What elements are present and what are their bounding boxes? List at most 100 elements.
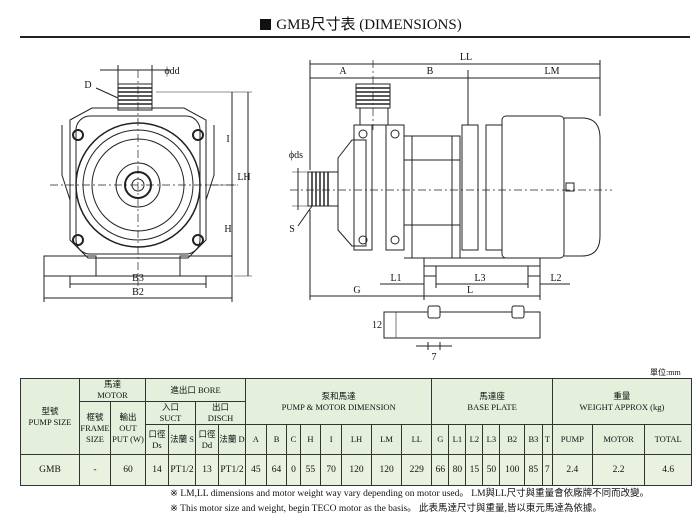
disch-label-en: DISCH	[207, 413, 234, 423]
s-header: 法蘭 S	[168, 424, 196, 455]
cell-b: 64	[265, 454, 288, 486]
label-b2: B2	[132, 287, 144, 298]
cell-i: 70	[320, 454, 342, 486]
weight-header: 重量 WEIGHT APPROX (kg)	[551, 378, 693, 425]
label-b: B	[427, 66, 434, 77]
label-s: S	[289, 224, 295, 235]
motor-header: 馬達 MOTOR	[79, 378, 146, 402]
cell-pump: 2.4	[551, 454, 593, 486]
table-row: GMB - 60 14 PT1/2 13 PT1/2 45 64 0 55 70…	[20, 454, 692, 486]
col-l1: L1	[448, 424, 467, 455]
black-square-icon	[260, 19, 272, 30]
label-d: D	[84, 80, 91, 91]
cell-ds: 14	[145, 454, 169, 486]
output-label-en: OUT PUT (W)	[112, 422, 144, 444]
page-title-text: GMB尺寸表 (DIMENSIONS)	[276, 17, 462, 33]
cell-lm: 120	[371, 454, 403, 486]
cell-output: 60	[110, 454, 146, 486]
col-lh: LH	[340, 424, 373, 455]
col-i: I	[320, 424, 342, 455]
pump-motor-header: 泵和馬達 PUMP & MOTOR DIMENSION	[244, 378, 433, 425]
pump-motor-label: 泵和馬達	[321, 390, 356, 401]
cell-ll: 229	[401, 454, 433, 486]
col-pump: PUMP	[551, 424, 593, 455]
frame-label-en: FRAME SIZE	[80, 422, 110, 444]
col-motor: MOTOR	[591, 424, 646, 455]
cell-s: PT1/2	[168, 454, 196, 486]
side-view-labels: A B LL LM ϕds S L1 L3 L2 G L 12 7	[289, 52, 562, 363]
dimension-drawing: D ϕdd I LH H B3 B2	[43, 52, 612, 363]
base-label-en: BASE PLATE	[467, 401, 517, 412]
cell-c: 0	[286, 454, 301, 486]
col-b3: B3	[524, 424, 543, 455]
cell-model: GMB	[20, 454, 80, 486]
label-12: 12	[372, 320, 382, 331]
dimension-table: 型號 PUMP SIZE 馬達 MOTOR 進出口 BORE 泵和馬達 PUMP…	[20, 378, 693, 486]
suct-header: 入口 SUCT	[145, 401, 196, 425]
frame-header: 框號 FRAME SIZE	[79, 401, 111, 455]
label-dd: ϕdd	[164, 66, 179, 77]
col-b: B	[265, 424, 288, 455]
label-g: G	[353, 285, 360, 296]
label-b3: B3	[132, 273, 144, 284]
label-7: 7	[432, 352, 437, 363]
col-b2: B2	[499, 424, 526, 455]
cell-g: 66	[431, 454, 450, 486]
bore-header: 進出口 BORE	[145, 378, 246, 402]
model-label-en: PUMP SIZE	[28, 416, 72, 427]
suct-label: 入口	[161, 402, 179, 412]
title-rule	[20, 36, 690, 38]
cell-b3: 85	[524, 454, 543, 486]
label-l: L	[467, 285, 473, 296]
suct-label-en: SUCT	[159, 413, 182, 423]
base-header: 馬達座 BASE PLATE	[431, 378, 553, 425]
notes: ※ LM,LL dimensions and motor weight way …	[170, 487, 649, 517]
frame-label: 框號	[86, 411, 104, 422]
cell-total: 4.6	[644, 454, 692, 486]
weight-label-en: WEIGHT APPROX (kg)	[579, 401, 665, 412]
col-t: T	[541, 424, 553, 455]
label-l3: L3	[474, 273, 485, 284]
output-header: 輸出 OUT PUT (W)	[110, 401, 146, 455]
cell-h: 55	[299, 454, 322, 486]
front-view-labels: D ϕdd I LH H B3 B2	[84, 66, 250, 298]
col-a: A	[245, 424, 267, 455]
front-view	[43, 65, 252, 302]
cell-b2: 100	[499, 454, 526, 486]
label-ll: LL	[460, 52, 472, 63]
output-label: 輸出	[119, 411, 137, 422]
note-1: ※ LM,LL dimensions and motor weight way …	[170, 489, 650, 499]
disch-label: 出口	[211, 402, 229, 412]
cell-l3: 50	[482, 454, 501, 486]
side-view	[290, 60, 612, 350]
cell-d: PT1/2	[218, 454, 246, 486]
d-header: 法蘭 D	[218, 424, 246, 455]
cell-t: 7	[541, 454, 553, 486]
col-l2: L2	[465, 424, 484, 455]
label-ds: ϕds	[289, 150, 303, 161]
label-i: I	[226, 134, 229, 145]
pump-motor-label-en: PUMP & MOTOR DIMENSION	[281, 401, 396, 412]
cell-motor: 2.2	[591, 454, 646, 486]
cell-a: 45	[245, 454, 267, 486]
unit-label: 單位:mm	[650, 368, 681, 377]
label-l2: L2	[550, 273, 561, 284]
col-lm: LM	[371, 424, 403, 455]
label-lm: LM	[545, 66, 560, 77]
col-total: TOTAL	[644, 424, 692, 455]
dd-header: 口徑 Dd	[195, 424, 219, 455]
col-c: C	[286, 424, 301, 455]
col-l3: L3	[482, 424, 501, 455]
model-label: 型號	[41, 405, 59, 416]
col-ll: LL	[401, 424, 433, 455]
base-label: 馬達座	[479, 390, 505, 401]
motor-label: 馬達	[103, 379, 121, 389]
model-header: 型號 PUMP SIZE	[20, 378, 80, 455]
disch-header: 出口 DISCH	[195, 401, 246, 425]
cell-dd: 13	[195, 454, 219, 486]
label-a: A	[339, 66, 347, 77]
ds-header: 口徑 Ds	[145, 424, 169, 455]
label-h: H	[224, 224, 231, 235]
motor-label-en: MOTOR	[97, 390, 128, 400]
label-l1: L1	[390, 273, 401, 284]
